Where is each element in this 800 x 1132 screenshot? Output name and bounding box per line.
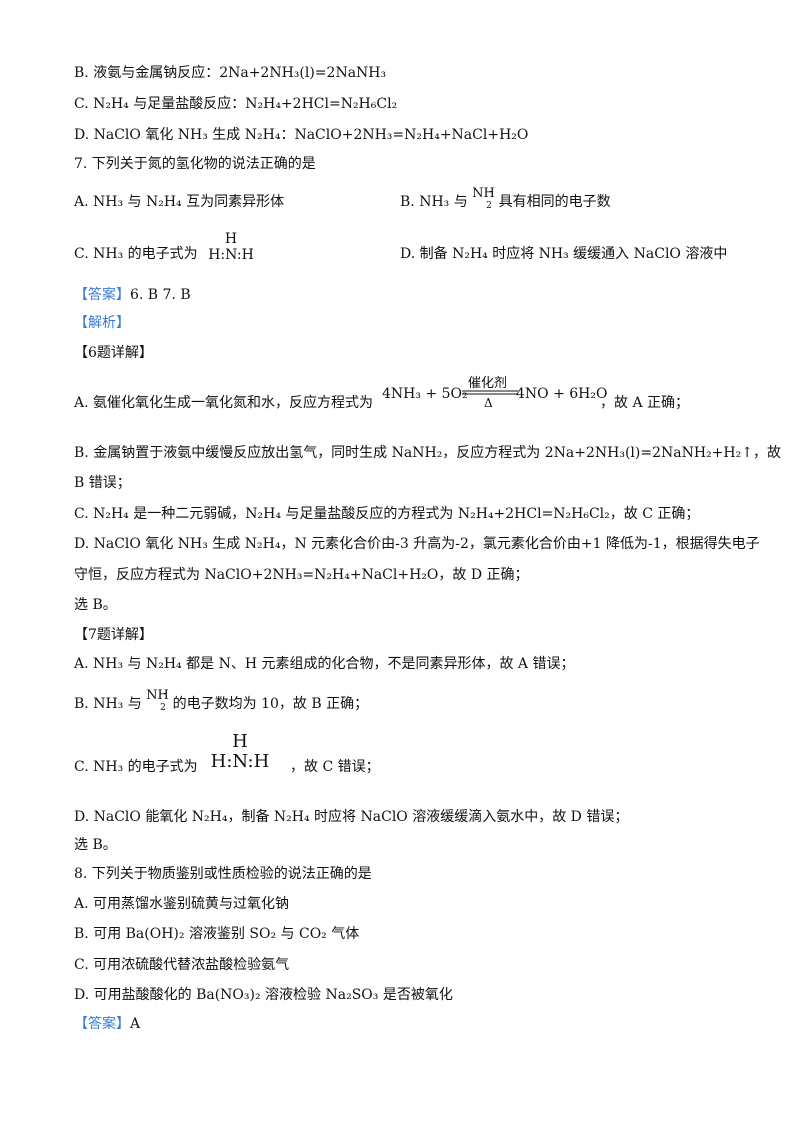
lewis-structure-large: H H:N:H [203, 732, 277, 772]
q8-option-b: B. 可用 Ba(OH)₂ 溶液鉴别 SO₂ 与 CO₂ 气体 [74, 926, 360, 942]
lewis-top-h: H [224, 231, 238, 247]
catalytic-equation: 4NH₃ + 5O₂ 催化剂 Δ 4NO + 6H₂O [382, 372, 662, 416]
equation-left: 4NH₃ + 5O₂ [382, 386, 468, 402]
q7-detail-a: A. NH₃ 与 N₂H₄ 都是 N、H 元素组成的化合物，不是同素异形体，故 … [74, 656, 575, 672]
q7-detail-d: D. NaClO 能氧化 N₂H₄，制备 N₂H₄ 时应将 NaClO 溶液缓缓… [74, 809, 629, 825]
q6-option-b: B. 液氨与金属钠反应：2Na+2NH₃(l)=2NaNH₃ [74, 65, 387, 81]
answer-1: 【答案】6. B 7. B [74, 286, 191, 304]
q7-option-b: B. NH₃ 与 NH 2 - 具有相同的电子数 [400, 186, 611, 211]
equation-catalyst: 催化剂 [468, 376, 508, 391]
lewis-row: H:N:H [208, 247, 254, 263]
q6-detail-c: C. N₂H₄ 是一种二元弱碱，N₂H₄ 与足量盐酸反应的方程式为 N₂H₄+2… [74, 506, 700, 522]
q8-option-d: D. 可用盐酸酸化的 Ba(NO₃)₂ 溶液检验 Na₂SO₃ 是否被氧化 [74, 987, 453, 1003]
q7-option-b-suffix: 具有相同的电子数 [498, 194, 611, 210]
q7-detail-c-suffix: ，故 C 错误； [290, 759, 380, 775]
q7-option-a: A. NH₃ 与 N₂H₄ 互为同素异形体 [74, 194, 285, 210]
lewis-large-row: H:N:H [210, 751, 270, 772]
q7-detail-b-suffix: 的电子数均为 10，故 B 正确； [172, 696, 369, 712]
q6-detail-d-line2: 守恒，反应方程式为 NaClO+2NH₃=N₂H₄+NaCl+H₂O，故 D 正… [74, 567, 529, 583]
answer-2-tag: 【答案】 [74, 1016, 130, 1032]
amide-ion-2-sub: 2 [160, 703, 166, 713]
amide-ion-sub: 2 [486, 201, 492, 211]
q6-detail-b-line1: B. 金属钠置于液氨中缓慢反应放出氢气，同时生成 NaNH₂，反应方程式为 2N… [74, 445, 781, 461]
amide-ion-2-charge: - [163, 689, 167, 699]
q6-detail-b-line2: B 错误； [74, 475, 131, 491]
answer-2: 【答案】A [74, 1015, 140, 1033]
q8-option-c: C. 可用浓硫酸代替浓盐酸检验氨气 [74, 957, 290, 973]
amide-ion-2-base: NH [146, 688, 169, 703]
q7-detail-b-prefix: B. NH₃ 与 [74, 696, 142, 712]
lewis-structure-small: H H:N:H [200, 231, 262, 263]
amide-ion-base: NH [472, 186, 495, 201]
answer-text: 6. B 7. B [130, 287, 191, 303]
amide-ion: NH 2 - [472, 186, 495, 211]
q7-option-b-prefix: B. NH₃ 与 [400, 194, 468, 210]
q6-option-d: D. NaClO 氧化 NH₃ 生成 N₂H₄：NaClO+2NH₃=N₂H₄+… [74, 127, 529, 143]
q7-detail-head: 【7题详解】 [74, 627, 153, 643]
q7-stem: 7. 下列关于氮的氢化物的说法正确的是 [74, 156, 316, 172]
answer-2-text: A [130, 1016, 141, 1032]
q8-stem: 8. 下列关于物质鉴别或性质检验的说法正确的是 [74, 866, 372, 882]
q7-option-d: D. 制备 N₂H₄ 时应将 NH₃ 缓缓通入 NaClO 溶液中 [400, 246, 728, 262]
equation-right: 4NO + 6H₂O [516, 386, 608, 402]
amide-ion-charge: - [489, 187, 493, 197]
q7-option-c: C. NH₃ 的电子式为 [74, 246, 198, 262]
q8-option-a: A. 可用蒸馏水鉴别硫黄与过氧化钠 [74, 896, 290, 912]
analysis-tag: 【解析】 [74, 315, 130, 331]
lewis-large-top-h: H [232, 731, 248, 752]
amide-ion-2: NH 2 - [146, 688, 169, 713]
q6-detail-a-prefix: A. 氨催化氧化生成一氧化氮和水，反应方程式为 [74, 395, 374, 411]
q7-detail-c-prefix: C. NH₃ 的电子式为 [74, 759, 198, 775]
answer-tag: 【答案】 [74, 287, 130, 303]
equation-condition: Δ [484, 396, 493, 410]
q6-option-c: C. N₂H₄ 与足量盐酸反应：N₂H₄+2HCl=N₂H₆Cl₂ [74, 96, 398, 112]
equation-arrow [462, 390, 518, 395]
q7-detail-b: B. NH₃ 与 NH 2 - 的电子数均为 10，故 B 正确； [74, 688, 369, 713]
q6-detail-a-suffix: ，故 A 正确； [600, 395, 690, 411]
q6-detail-d-line1: D. NaClO 氧化 NH₃ 生成 N₂H₄，N 元素化合价由-3 升高为-2… [74, 536, 760, 552]
q7-detail-choose: 选 B。 [74, 837, 117, 853]
q6-detail-choose: 选 B。 [74, 597, 117, 613]
q6-detail-head: 【6题详解】 [74, 345, 153, 361]
